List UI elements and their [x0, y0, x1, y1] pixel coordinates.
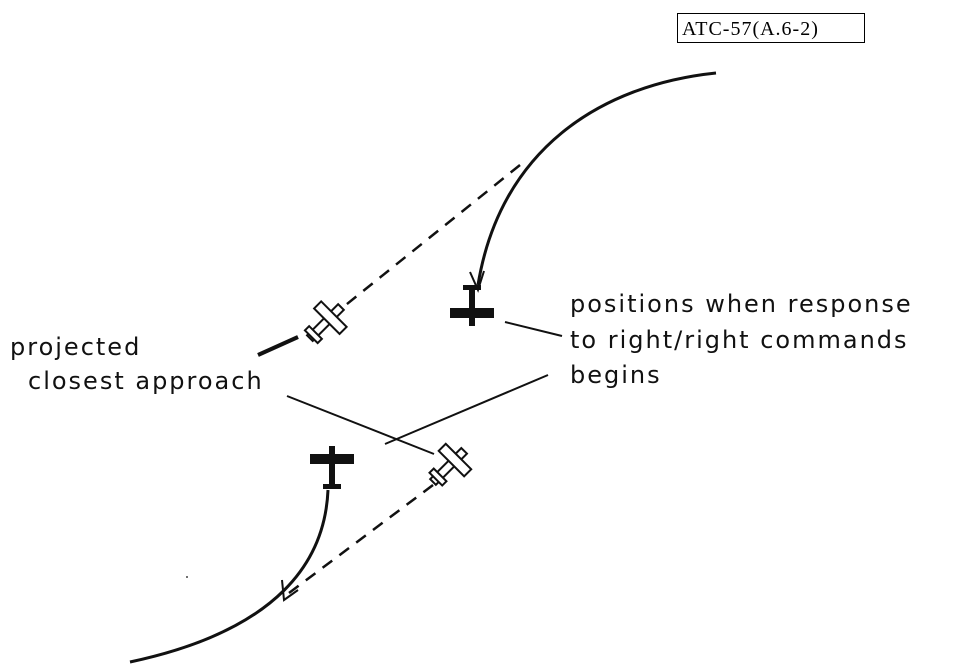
upper-aircraft-track	[476, 71, 717, 286]
solid-airplane-icon	[310, 446, 354, 489]
upper-closest-approach-mark	[257, 335, 299, 357]
lower-projected-dashed-line	[284, 484, 434, 597]
lower-aircraft-track	[129, 489, 330, 664]
label-closest-approach: closest approach	[28, 367, 264, 395]
document-id-box: ATC-57(A.6-2)	[677, 13, 865, 43]
label-positions-line1: positions when response	[570, 290, 913, 318]
outline-airplane-icon	[428, 442, 473, 487]
leader-line-lower-position	[384, 374, 549, 445]
stray-dot	[186, 576, 188, 578]
label-projected: projected	[10, 333, 142, 361]
upper-projected-dashed-line	[341, 164, 521, 309]
label-positions-line2: to right/right commands	[570, 326, 909, 354]
leader-line-closest-approach	[286, 395, 435, 455]
lower-track-arrowhead	[281, 579, 299, 602]
outline-airplane-icon	[303, 299, 349, 345]
label-positions-line3: begins	[570, 361, 662, 389]
solid-airplane-icon	[450, 285, 494, 326]
leader-line-upper-position	[504, 321, 563, 337]
